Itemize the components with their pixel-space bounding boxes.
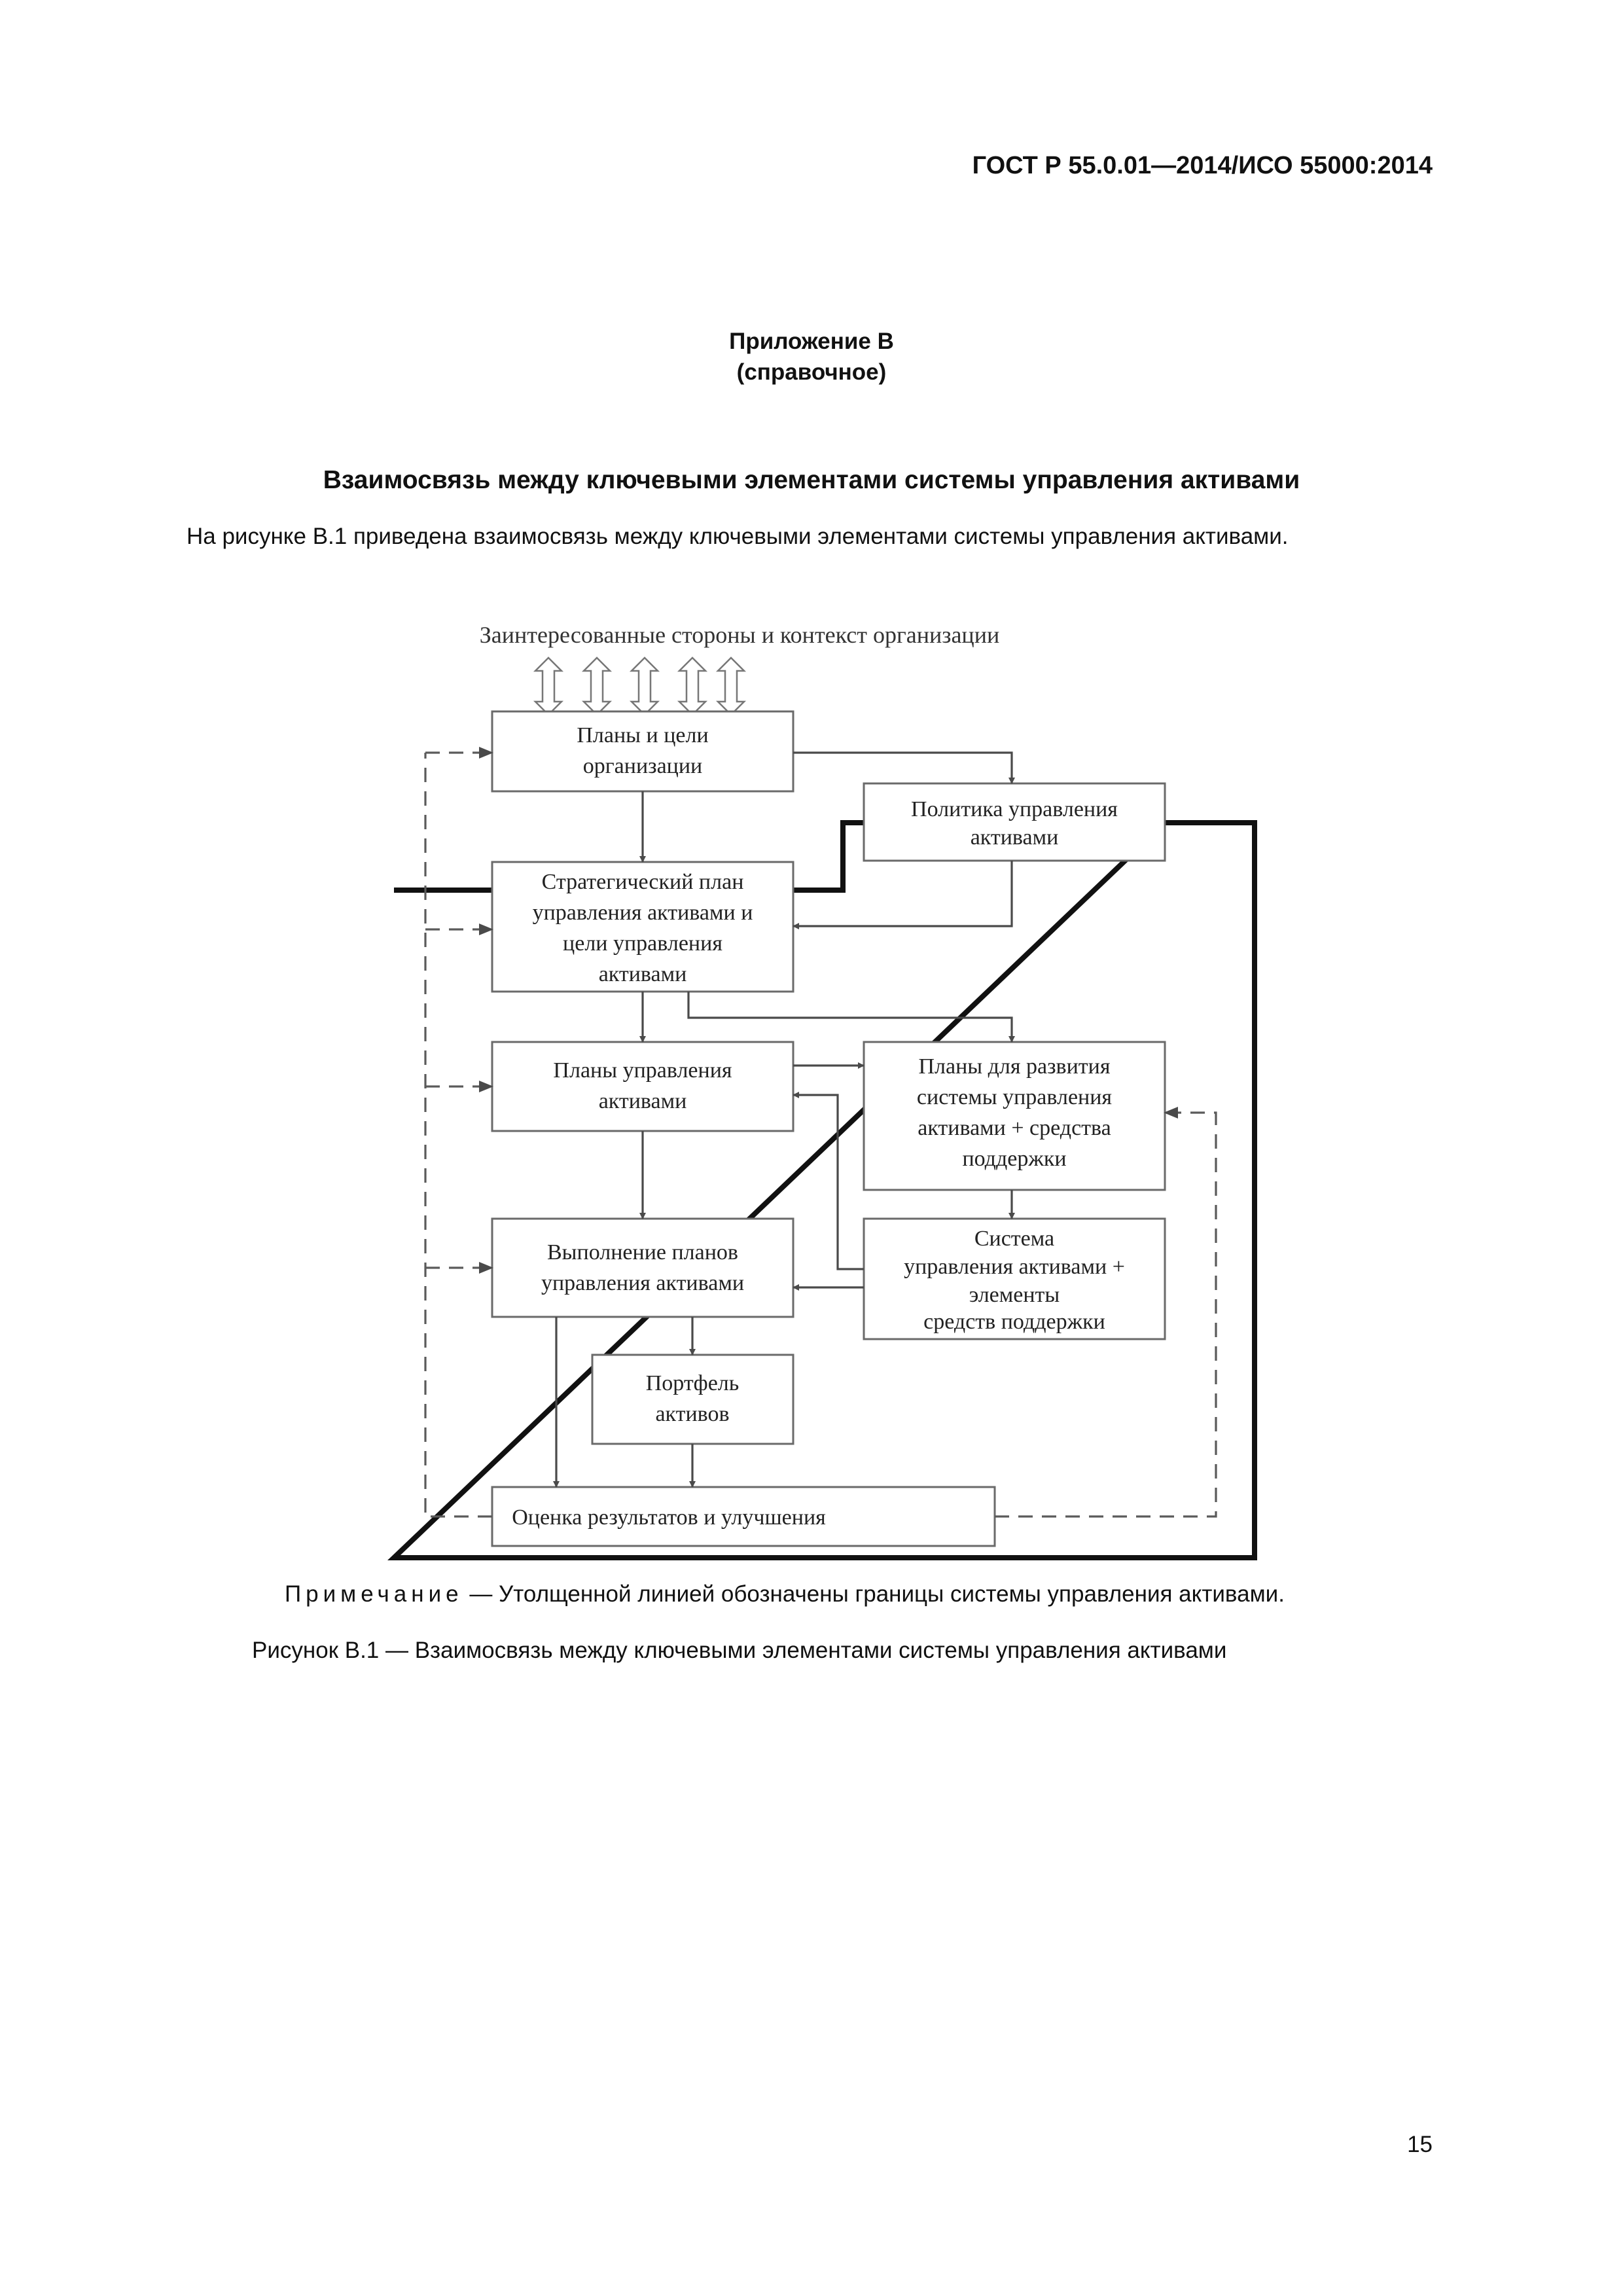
box-line: Политика управления [911, 797, 1118, 821]
box-line: активами [971, 825, 1059, 850]
box-evaluation: Оценка результатов и улучшения [491, 1486, 996, 1547]
box-line: Планы для развития [918, 1054, 1110, 1079]
box-line: поддержки [962, 1147, 1066, 1171]
arrow-system-to-am-plans [793, 1092, 864, 1270]
arrow-strategic-to-dev-plans [687, 992, 1015, 1043]
box-line: Планы управления [553, 1058, 732, 1083]
double-arrow-icon [677, 656, 708, 716]
figure-note: Примечание — Утолщенной линией обозначен… [285, 1581, 1285, 1607]
box-line: Портфель [646, 1371, 740, 1395]
box-line: Стратегический план [542, 870, 744, 894]
appendix-title: Приложение В [729, 329, 894, 354]
intro-paragraph: На рисунке В.1 приведена взаимосвязь меж… [187, 524, 1289, 549]
box-line: организации [583, 754, 703, 778]
box-line: системы управления [917, 1085, 1113, 1109]
box-org-plans: Планы и цели организации [491, 710, 794, 793]
box-line: Выполнение планов [547, 1240, 738, 1265]
box-line: активами [599, 1089, 687, 1113]
box-ams-system: Система управления активами + элементы с… [863, 1217, 1166, 1340]
box-dev-plans: Планы для развития системы управления ак… [863, 1041, 1166, 1191]
box-am-policy: Политика управления активами [863, 782, 1166, 862]
box-line: цели управления [563, 931, 722, 956]
arrow-policy-to-strategic [793, 861, 1013, 929]
figure-caption: Рисунок В.1 — Взаимосвязь между ключевым… [252, 1638, 1227, 1663]
double-arrow-icon [581, 656, 613, 716]
box-strategic-plan: Стратегический план управления активами … [491, 861, 794, 993]
box-am-plans: Планы управления активами [491, 1041, 794, 1132]
box-portfolio: Портфель активов [591, 1354, 794, 1445]
box-line: активами [599, 962, 687, 986]
box-line: Планы и цели [577, 723, 708, 747]
dashed-feedback-lines [424, 747, 1217, 1518]
box-line: элементы [969, 1283, 1060, 1307]
context-double-arrows [533, 656, 747, 716]
feedback-line-right [995, 1107, 1217, 1518]
box-line: активов [655, 1402, 729, 1426]
feedback-line-left [424, 753, 492, 1518]
asset-management-diagram: Заинтересованные стороны и контекст орга… [387, 622, 1257, 1560]
box-line: управления активами и [533, 901, 753, 925]
box-line: Система [974, 1227, 1054, 1251]
note-label: Примечание [285, 1581, 463, 1607]
double-arrow-icon [715, 656, 747, 716]
box-line: активами + средства [918, 1116, 1111, 1140]
note-text: — Утолщенной линией обозначены границы с… [463, 1581, 1285, 1607]
box-line: управления активами [541, 1271, 744, 1295]
solid-connectors [553, 751, 1015, 1488]
box-execution: Выполнение планов управления активами [491, 1217, 794, 1318]
box-line: Оценка результатов и улучшения [512, 1505, 826, 1530]
appendix-subtitle: (справочное) [736, 359, 887, 386]
section-title: Взаимосвязь между ключевыми элементами с… [323, 466, 1300, 494]
appendix-heading: Приложение В (справочное) [0, 326, 1623, 388]
double-arrow-icon [629, 656, 660, 716]
arrow-org-to-policy [793, 751, 1015, 784]
page-number: 15 [1407, 2132, 1433, 2157]
box-line: управления активами + [904, 1255, 1125, 1279]
document-header: ГОСТ Р 55.0.01—2014/ИСО 55000:2014 [972, 152, 1433, 179]
context-label: Заинтересованные стороны и контекст орга… [480, 622, 999, 648]
double-arrow-icon [533, 656, 564, 716]
box-line: средств поддержки [923, 1310, 1105, 1334]
